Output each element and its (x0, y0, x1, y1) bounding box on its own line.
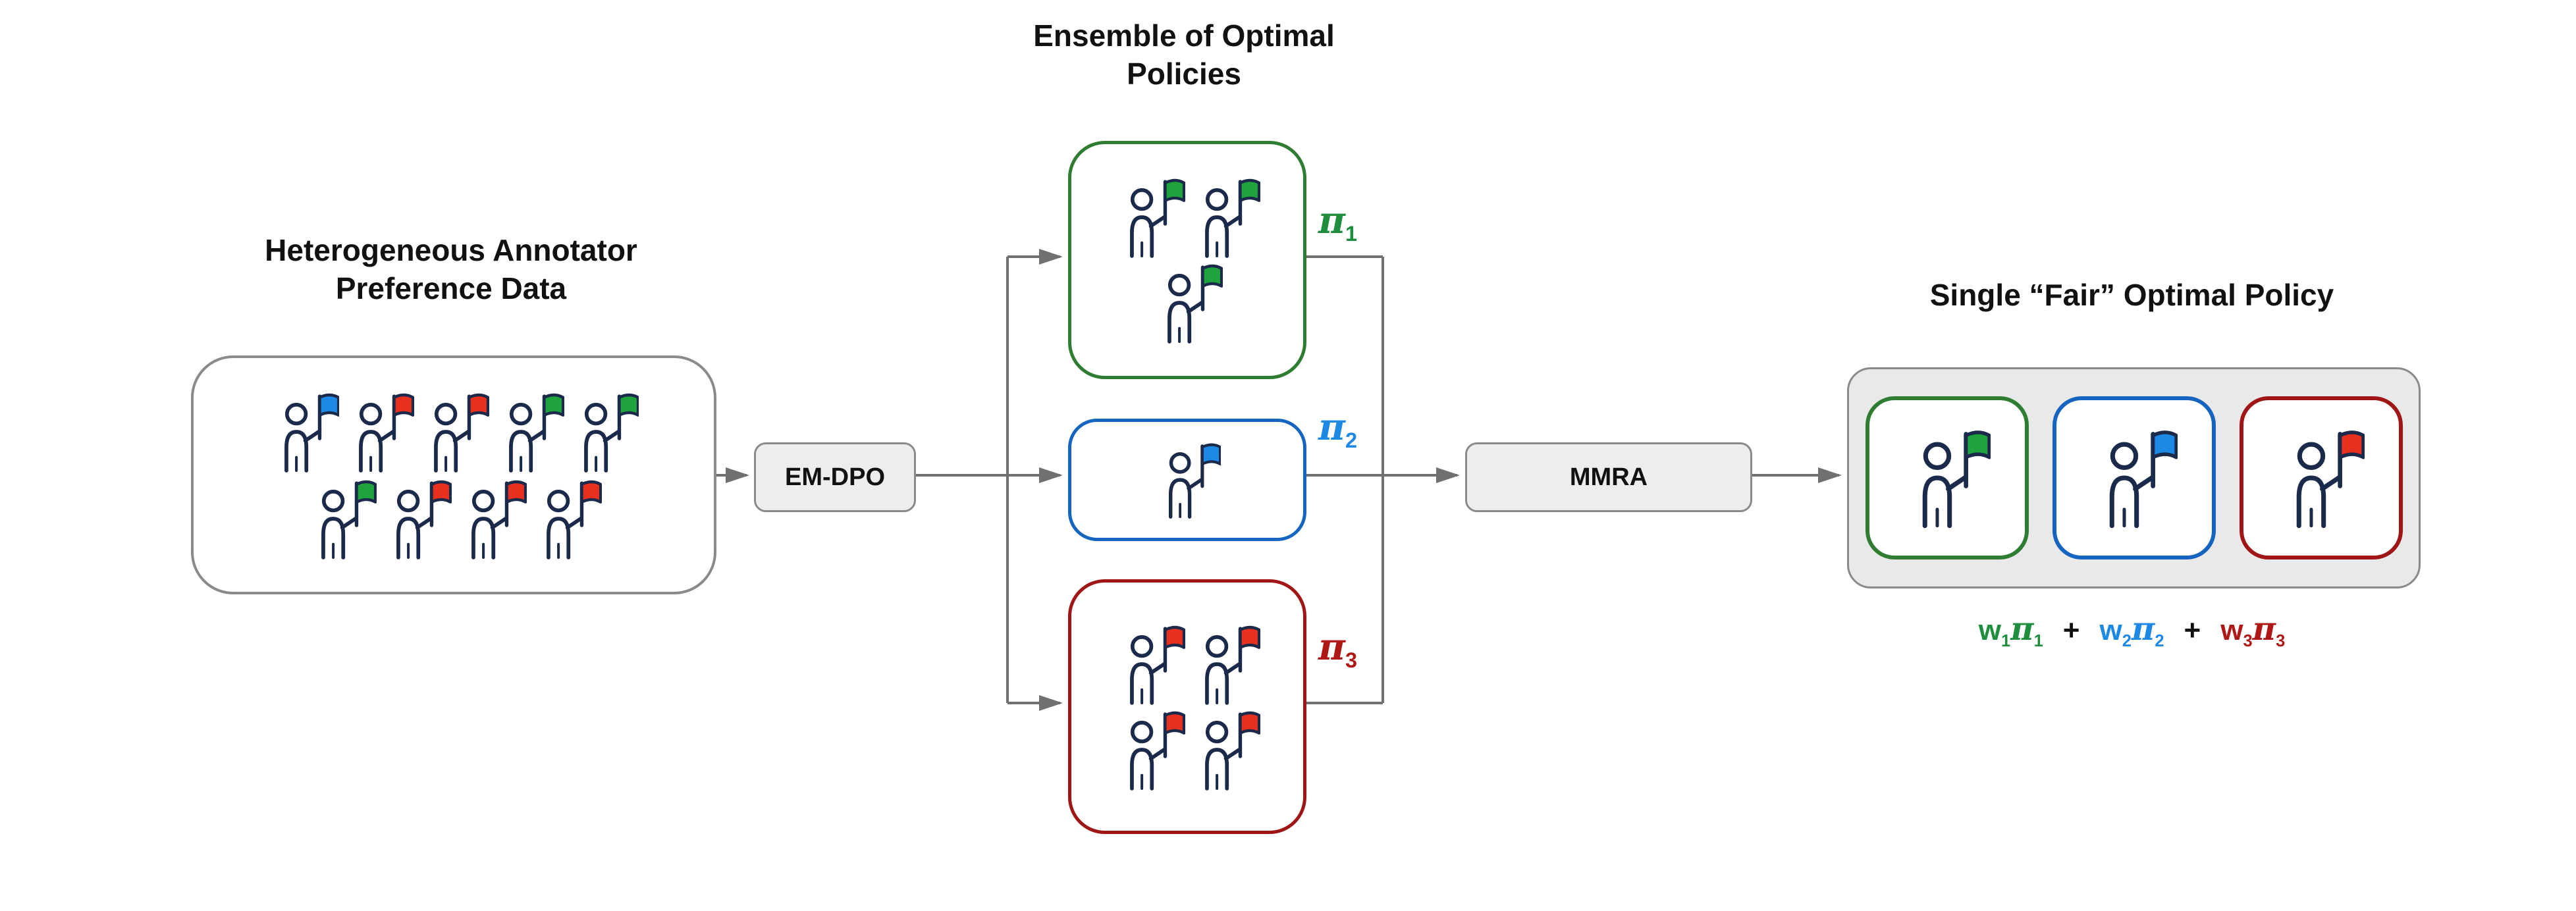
green-flag-person-icon (493, 390, 564, 474)
left-title-line2: Preference Data (335, 271, 567, 305)
fair-policy-title-text: Single “Fair” Optimal Policy (1929, 278, 2334, 312)
annotator-data-box (191, 355, 716, 594)
red-policy-cell (2239, 396, 2403, 560)
blue-flag-person-icon (1154, 440, 1221, 520)
policy-label-pi2: π2 (1318, 405, 1357, 453)
policy-label-pi3: π3 (1318, 625, 1357, 673)
people-row (1152, 261, 1223, 345)
people-row (269, 390, 639, 474)
formula-term-3: w3π3 (2220, 611, 2285, 651)
red-flag-person-icon (531, 477, 602, 561)
pi1-subscript: 1 (1345, 222, 1358, 246)
mmra-box: MMRA (1465, 442, 1752, 512)
policy-box-3 (1068, 579, 1306, 834)
em-dpo-box: EM-DPO (754, 442, 916, 512)
left-title-line1: Heterogeneous Annotator (265, 233, 637, 267)
people-row (306, 477, 602, 561)
green-policy-cell (1865, 396, 2029, 560)
green-flag-person-icon (1189, 175, 1260, 259)
fair-policy-title: Single “Fair” Optimal Policy (1804, 276, 2459, 315)
people-row (1114, 622, 1260, 706)
people-row (1114, 175, 1260, 259)
weight-subscript: 1 (2000, 631, 2011, 650)
green-flag-person-icon (1114, 175, 1185, 259)
policy-box-2 (1068, 419, 1306, 541)
weight-coefficient: w (2220, 614, 2243, 646)
red-flag-person-icon (1114, 622, 1185, 706)
green-flag-person-icon (306, 477, 377, 561)
red-flag-person-icon (1189, 622, 1260, 706)
em-dpo-label: EM-DPO (785, 463, 885, 491)
pi-subscript: 2 (2155, 631, 2164, 650)
red-flag-person-icon (2277, 426, 2365, 530)
ensemble-title-line2: Policies (1127, 56, 1241, 91)
ensemble-title: Ensemble of Optimal Policies (973, 17, 1395, 93)
red-flag-person-icon (381, 477, 452, 561)
left-title: Heterogeneous Annotator Preference Data (165, 232, 738, 307)
blue-flag-person-icon (2090, 426, 2178, 530)
red-flag-person-icon (343, 390, 415, 474)
green-flag-person-icon (1152, 261, 1223, 345)
weighted-policy-formula: w1π1+w2π2+w3π3 (1847, 611, 2417, 651)
red-flag-person-icon (418, 390, 489, 474)
plus-operator: + (2184, 614, 2201, 646)
pi-subscript: 1 (2033, 631, 2043, 650)
formula-term-2: w2π2 (2099, 611, 2164, 651)
policy-box-1 (1068, 141, 1306, 379)
pi-subscript: 3 (2276, 631, 2286, 650)
pi-symbol: π (2131, 611, 2155, 648)
green-flag-person-icon (568, 390, 639, 474)
weight-subscript: 3 (2243, 631, 2253, 650)
pi-symbol: π (2252, 611, 2276, 648)
policy-label-pi1: π1 (1318, 199, 1357, 246)
blue-policy-cell (2052, 396, 2216, 560)
blue-flag-person-icon (269, 390, 340, 474)
people-row (1154, 440, 1221, 520)
red-flag-person-icon (1114, 708, 1185, 792)
red-flag-person-icon (1189, 708, 1260, 792)
pi2-symbol: π (1318, 405, 1345, 449)
mmra-label: MMRA (1569, 463, 1648, 491)
pi1-symbol: π (1318, 199, 1345, 242)
green-flag-person-icon (1903, 426, 1991, 530)
weight-coefficient: w (1978, 614, 2001, 646)
formula-term-1: w1π1 (1979, 611, 2043, 651)
plus-operator: + (2062, 614, 2080, 646)
red-flag-person-icon (456, 477, 527, 561)
ensemble-title-line1: Ensemble of Optimal (1033, 18, 1335, 53)
pi3-subscript: 3 (1345, 648, 1358, 673)
fair-policy-box (1847, 367, 2421, 588)
pi3-symbol: π (1318, 625, 1345, 669)
weight-coefficient: w (2099, 614, 2122, 646)
pi-symbol: π (2010, 611, 2034, 648)
people-row (1114, 708, 1260, 792)
weight-subscript: 2 (2122, 631, 2132, 650)
pi2-subscript: 2 (1345, 429, 1358, 453)
